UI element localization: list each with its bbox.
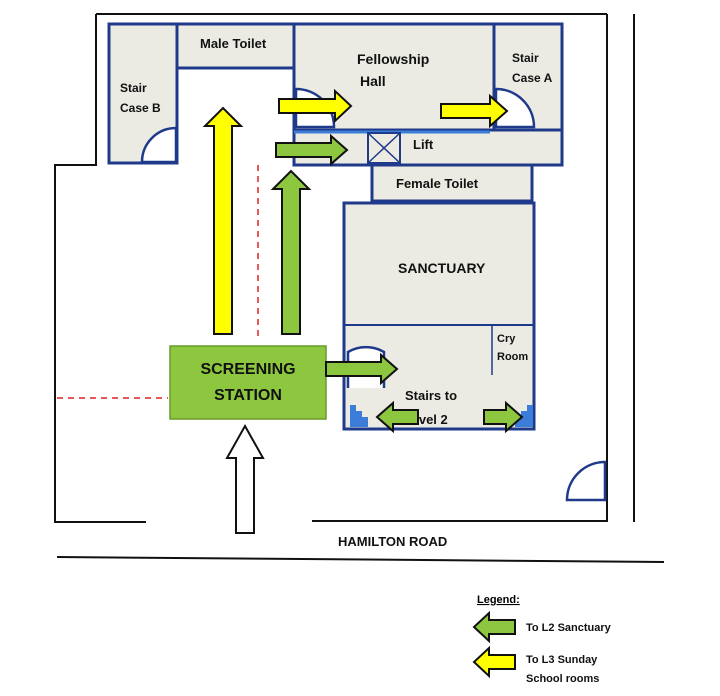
legend-green-arrow-icon <box>472 610 516 644</box>
sanctuary: SANCTUARY Cry Room Stairs to level 2 <box>342 201 536 431</box>
door-swing-icon <box>494 87 536 129</box>
screening-station: SCREENING STATION <box>169 345 327 420</box>
green-right-arrow-lift <box>275 133 349 167</box>
green-right-arrow-stairs <box>483 400 524 434</box>
stairs-right-icon <box>515 405 533 427</box>
cry-room-label-2: Room <box>497 351 528 363</box>
female-toilet: Female Toilet <box>370 163 534 203</box>
screening-label-1: SCREENING <box>200 361 295 378</box>
yellow-right-arrow-stair-a <box>440 93 509 129</box>
cry-room-label-1: Cry <box>497 333 516 345</box>
entrance-arrow <box>225 423 265 534</box>
stair-a-label-1: Stair <box>512 51 539 65</box>
legend-item-yellow-1: To L3 Sunday <box>526 654 598 666</box>
sanctuary-label: SANCTUARY <box>398 260 486 276</box>
legend-item-green: To L2 Sanctuary <box>526 622 612 634</box>
legend-yellow-arrow-icon <box>472 645 516 679</box>
green-left-arrow-stairs <box>375 400 419 434</box>
stair-b-label-1: Stair <box>120 81 147 95</box>
road-label: HAMILTON ROAD <box>338 534 447 549</box>
fellowship-label-2: Hall <box>360 73 386 89</box>
lift-label: Lift <box>413 137 434 152</box>
stair-case-b: Stair Case B <box>107 22 179 165</box>
legend: Legend: To L2 Sanctuary To L3 Sunday Sch… <box>472 594 612 685</box>
legend-title: Legend: <box>477 594 520 606</box>
stairs-label-1: Stairs to <box>405 388 457 403</box>
screening-label-2: STATION <box>214 387 282 404</box>
road-line <box>56 556 665 563</box>
yellow-up-arrow <box>202 106 244 335</box>
green-right-arrow-sanctuary <box>325 352 399 386</box>
male-toilet-label: Male Toilet <box>200 36 267 51</box>
stairs-left-icon <box>350 405 368 427</box>
entrance-door-icon <box>565 460 607 502</box>
green-up-arrow <box>270 169 312 335</box>
female-toilet-label: Female Toilet <box>396 176 479 191</box>
legend-item-yellow-2: School rooms <box>526 673 599 685</box>
fellowship-label-1: Fellowship <box>357 51 429 67</box>
site-boundary <box>54 13 635 523</box>
stair-b-label-2: Case B <box>120 101 161 115</box>
yellow-right-arrow-hall <box>278 88 353 124</box>
male-toilet: Male Toilet <box>175 22 296 70</box>
door-swing-icon <box>140 126 178 164</box>
stair-a-label-2: Case A <box>512 71 553 85</box>
